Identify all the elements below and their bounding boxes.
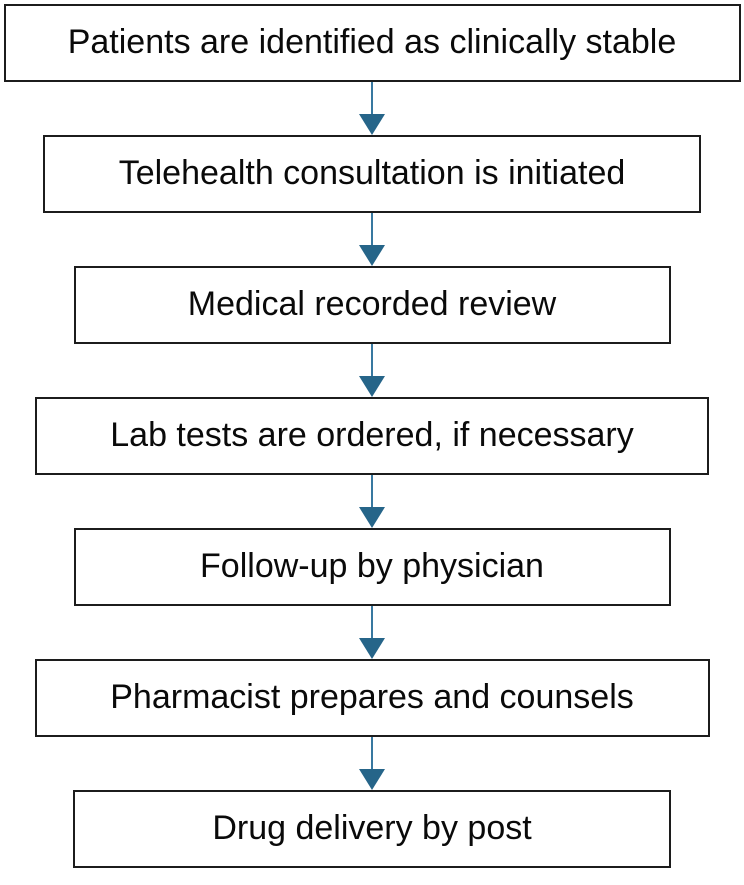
flow-step-medical-record-review: Medical recorded review: [73, 266, 671, 344]
flow-step-label: Drug delivery by post: [212, 809, 532, 848]
arrow-shaft: [371, 606, 373, 638]
flow-step-pharmacist-prepares: Pharmacist prepares and counsels: [34, 659, 710, 737]
down-arrow-icon: [0, 606, 744, 659]
down-arrow-icon: [0, 344, 744, 397]
arrow-head: [359, 769, 385, 790]
flow-step-lab-tests: Lab tests are ordered, if necessary: [35, 397, 709, 475]
arrow-head: [359, 638, 385, 659]
arrow-head: [359, 507, 385, 528]
arrow-shaft: [371, 475, 373, 507]
flow-step-label: Lab tests are ordered, if necessary: [110, 416, 634, 455]
down-arrow-icon: [0, 737, 744, 790]
flow-step-label: Patients are identified as clinically st…: [67, 23, 677, 62]
arrow-head: [359, 376, 385, 397]
arrow-shaft: [371, 737, 373, 769]
flow-step-patients-identified: Patients are identified as clinically st…: [3, 4, 741, 82]
arrow-shaft: [371, 213, 373, 245]
down-arrow-icon: [0, 475, 744, 528]
flow-step-label: Telehealth consultation is initiated: [118, 154, 626, 193]
flow-step-drug-delivery: Drug delivery by post: [73, 790, 671, 868]
flow-step-label: Follow-up by physician: [200, 547, 544, 586]
flow-step-label: Pharmacist prepares and counsels: [110, 678, 634, 717]
arrow-shaft: [371, 82, 373, 114]
flow-step-followup-physician: Follow-up by physician: [73, 528, 671, 606]
down-arrow-icon: [0, 213, 744, 266]
arrow-head: [359, 245, 385, 266]
flow-step-telehealth-consultation: Telehealth consultation is initiated: [43, 135, 701, 213]
arrow-head: [359, 114, 385, 135]
flow-step-label: Medical recorded review: [187, 285, 557, 324]
arrow-shaft: [371, 344, 373, 376]
down-arrow-icon: [0, 82, 744, 135]
